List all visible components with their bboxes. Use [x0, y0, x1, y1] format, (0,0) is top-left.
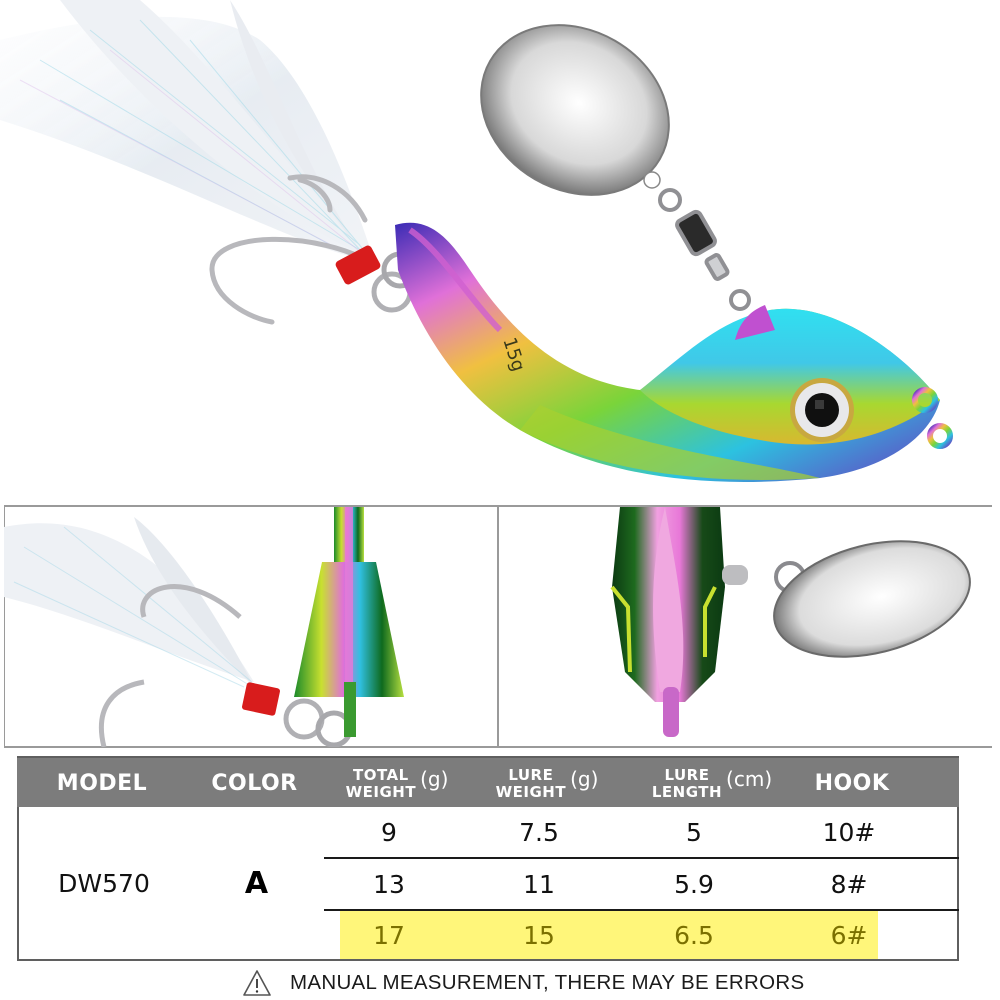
- model-cell: DW570: [58, 868, 150, 898]
- row1-total-weight: 9: [381, 817, 397, 847]
- header-lure-length-line1: LURE: [664, 765, 710, 784]
- detail-photo-hook-view: [4, 507, 498, 747]
- row-separator: [324, 909, 959, 911]
- header-hook-label: HOOK: [814, 771, 890, 796]
- row2-total-weight: 13: [373, 869, 405, 899]
- header-model: MODEL: [17, 758, 187, 809]
- lure-body: 15g: [395, 222, 953, 482]
- spinner-blade: [480, 24, 670, 196]
- row2-lure-weight: 11: [523, 869, 555, 899]
- disclaimer-text: MANUAL MEASUREMENT, THERE MAY BE ERRORS: [290, 971, 805, 994]
- row3-lure-length: 6.5: [674, 920, 714, 950]
- header-total-weight-line2: WEIGHT: [345, 782, 417, 801]
- row3-hook: 6#: [830, 920, 868, 950]
- header-color: COLOR: [187, 758, 322, 809]
- row1-lure-weight: 7.5: [519, 817, 559, 847]
- header-lure-weight-line1: LURE: [508, 765, 554, 784]
- row-highlight: [340, 911, 878, 959]
- hero-product-photo: 15g: [0, 0, 953, 482]
- row1-hook: 10#: [822, 817, 876, 847]
- header-total-weight: TOTAL WEIGHT (g): [327, 758, 467, 809]
- divider-bottom: [4, 746, 992, 748]
- treble-hook: [209, 174, 378, 325]
- table-header: MODEL COLOR TOTAL WEIGHT (g) LURE WEIGHT…: [17, 756, 959, 807]
- row2-hook: 8#: [830, 869, 868, 899]
- feather-tail: [0, 0, 375, 262]
- header-color-label: COLOR: [211, 771, 298, 796]
- header-total-weight-unit: (g): [420, 766, 449, 791]
- divider-middle: [497, 505, 499, 747]
- header-model-label: MODEL: [56, 771, 148, 796]
- detail-photo-blade-view: [500, 507, 992, 747]
- color-cell: A: [244, 865, 269, 901]
- header-lure-weight: LURE WEIGHT (g): [477, 758, 617, 809]
- measurement-disclaimer: MANUAL MEASUREMENT, THERE MAY BE ERRORS: [242, 968, 804, 998]
- row1-lure-length: 5: [686, 817, 702, 847]
- header-total-weight-line1: TOTAL: [352, 765, 409, 784]
- header-hook: HOOK: [787, 758, 917, 809]
- header-lure-length-line2: LENGTH: [651, 782, 723, 801]
- warning-triangle-icon: [243, 970, 271, 996]
- row-separator: [324, 857, 959, 859]
- header-lure-length-unit: (cm): [726, 766, 773, 791]
- swivel: [658, 188, 751, 311]
- header-lure-weight-line2: WEIGHT: [495, 782, 567, 801]
- row3-lure-weight: 15: [523, 920, 555, 950]
- spec-table: MODEL COLOR TOTAL WEIGHT (g) LURE WEIGHT…: [17, 756, 959, 961]
- header-lure-weight-unit: (g): [570, 766, 599, 791]
- divider-left-edge: [4, 505, 5, 747]
- row3-total-weight: 17: [373, 920, 405, 950]
- header-lure-length: LURE LENGTH (cm): [632, 758, 792, 809]
- row2-lure-length: 5.9: [674, 869, 714, 899]
